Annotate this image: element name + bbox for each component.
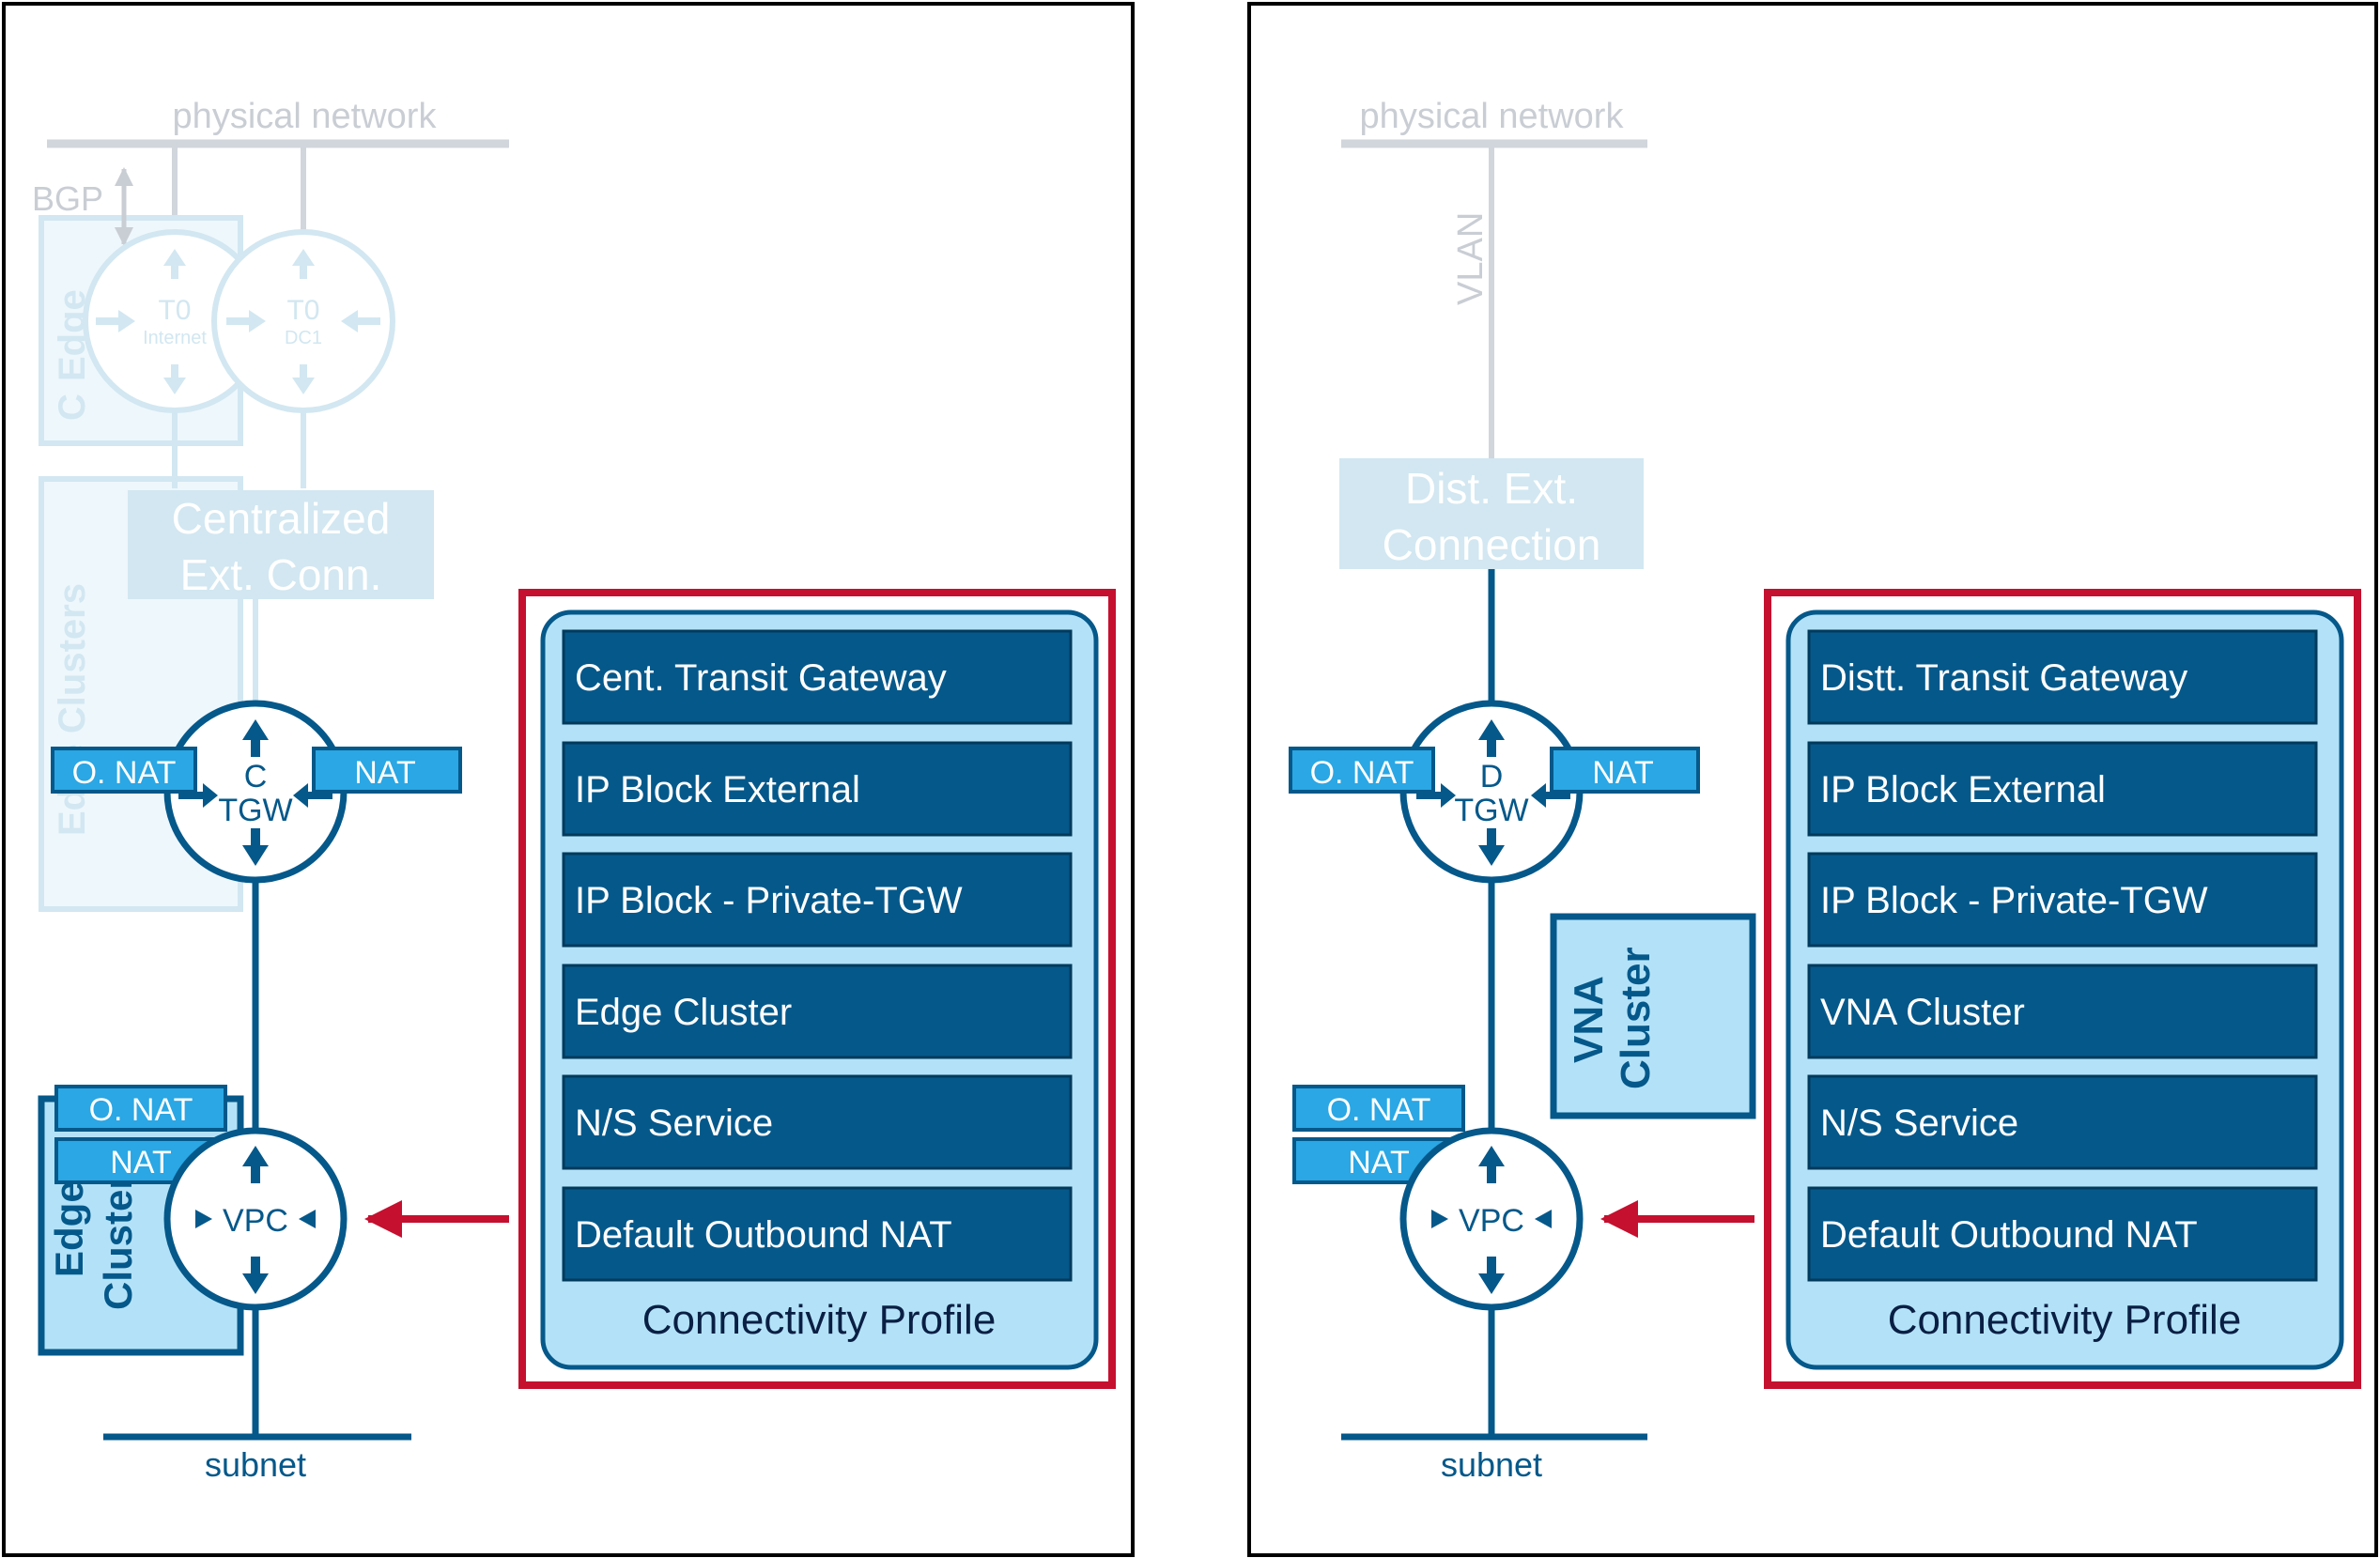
svg-text:O. NAT: O. NAT (1327, 1092, 1431, 1128)
svg-text:TGW: TGW (1454, 793, 1528, 828)
right-profile-item (1807, 852, 2318, 948)
svg-text:T0: T0 (158, 295, 191, 326)
left-profile-item (562, 1186, 1073, 1282)
right-dist-ext-connection (1339, 458, 1644, 569)
right-vlan-label: VLAN (1451, 212, 1491, 305)
right-panel: physical network VLAN Dist. Ext. Connect… (1247, 2, 2378, 1557)
left-tgw-onat-tag (51, 747, 197, 794)
svg-text:NAT: NAT (1592, 755, 1653, 791)
svg-text:Cluster: Cluster (96, 1174, 140, 1310)
right-profile-item (1807, 629, 2318, 725)
svg-text:IP Block External: IP Block External (575, 769, 860, 810)
svg-text:T0: T0 (286, 295, 319, 326)
left-profile-title: Connectivity Profile (642, 1297, 997, 1343)
left-tgw-nat-tag (312, 747, 462, 794)
svg-text:Edge Cluster: Edge Cluster (575, 992, 792, 1033)
svg-text:NAT: NAT (110, 1145, 171, 1180)
left-profile-item (562, 1074, 1073, 1170)
svg-text:D: D (1480, 759, 1504, 794)
svg-text:VPC: VPC (223, 1203, 288, 1239)
right-profile-item (1807, 1074, 2318, 1170)
right-vna-cluster-box (1550, 913, 1756, 1119)
svg-text:C: C (52, 393, 93, 421)
left-profile-item (562, 629, 1073, 725)
svg-text:O. NAT: O. NAT (1310, 755, 1414, 791)
left-profile-item (562, 852, 1073, 948)
svg-text:Edge: Edge (47, 1180, 91, 1277)
svg-text:N/S Service: N/S Service (575, 1103, 773, 1144)
svg-text:IP Block - Private-TGW: IP Block - Private-TGW (1820, 880, 2208, 921)
left-bgp-label: BGP (32, 179, 103, 218)
svg-text:Cluster: Cluster (1613, 947, 1659, 1089)
left-t0-dc1-router: T0 DC1 (211, 229, 395, 413)
svg-text:IP Block External: IP Block External (1820, 769, 2106, 810)
left-subnet-label: subnet (205, 1445, 306, 1484)
svg-text:Default Outbound NAT: Default Outbound NAT (575, 1214, 952, 1256)
svg-text:Internet: Internet (143, 328, 207, 348)
svg-text:VNA Cluster: VNA Cluster (1820, 992, 2025, 1033)
right-profile-item (1807, 741, 2318, 837)
svg-text:NAT: NAT (354, 755, 415, 791)
svg-text:Cent. Transit Gateway: Cent. Transit Gateway (575, 657, 947, 699)
right-physical-network-label: physical network (1360, 97, 1625, 136)
svg-text:Distt. Transit Gateway: Distt. Transit Gateway (1820, 657, 2187, 699)
right-vpc-onat-tag (1292, 1085, 1465, 1132)
svg-text:VPC: VPC (1459, 1203, 1524, 1239)
right-subnet-label: subnet (1441, 1445, 1542, 1484)
svg-text:Ext. Conn.: Ext. Conn. (180, 550, 382, 599)
svg-text:IP Block - Private-TGW: IP Block - Private-TGW (575, 880, 963, 921)
left-edge-clusters-label-faded: Edge Clusters (52, 583, 93, 836)
left-vpc-onat-tag (54, 1085, 227, 1132)
right-profile-item (1807, 1186, 2318, 1282)
right-tgw-nat-tag (1550, 747, 1700, 794)
right-vpc-router: VPC (1399, 1127, 1584, 1311)
left-profile-items: Cent. Transit Gateway IP Block External … (562, 629, 1073, 1282)
svg-text:Centralized: Centralized (172, 494, 391, 543)
left-profile-item (562, 741, 1073, 837)
svg-text:C: C (244, 759, 268, 794)
left-vpc-router: VPC (163, 1127, 348, 1311)
svg-text:Connection: Connection (1383, 520, 1601, 569)
svg-text:O. NAT: O. NAT (72, 755, 177, 791)
svg-text:Dist. Ext.: Dist. Ext. (1405, 464, 1578, 513)
left-physical-network-label: physical network (173, 97, 438, 136)
svg-text:NAT: NAT (1348, 1145, 1409, 1180)
svg-text:TGW: TGW (218, 793, 292, 828)
right-profile-items: Distt. Transit Gateway IP Block External… (1807, 629, 2318, 1282)
left-panel: physical network Edge C Edge Clusters BG… (2, 2, 1135, 1557)
svg-text:O. NAT: O. NAT (89, 1092, 193, 1128)
left-profile-item (562, 964, 1073, 1059)
svg-text:Default Outbound NAT: Default Outbound NAT (1820, 1214, 2198, 1256)
right-profile-title: Connectivity Profile (1888, 1297, 2242, 1343)
right-tgw-onat-tag (1289, 747, 1435, 794)
svg-text:VNA: VNA (1566, 976, 1612, 1063)
right-d-tgw-router: D TGW (1399, 700, 1584, 884)
right-profile-item (1807, 964, 2318, 1059)
svg-text:N/S Service: N/S Service (1820, 1103, 2018, 1144)
svg-text:DC1: DC1 (285, 328, 322, 348)
left-centralized-ext-conn (128, 490, 434, 599)
